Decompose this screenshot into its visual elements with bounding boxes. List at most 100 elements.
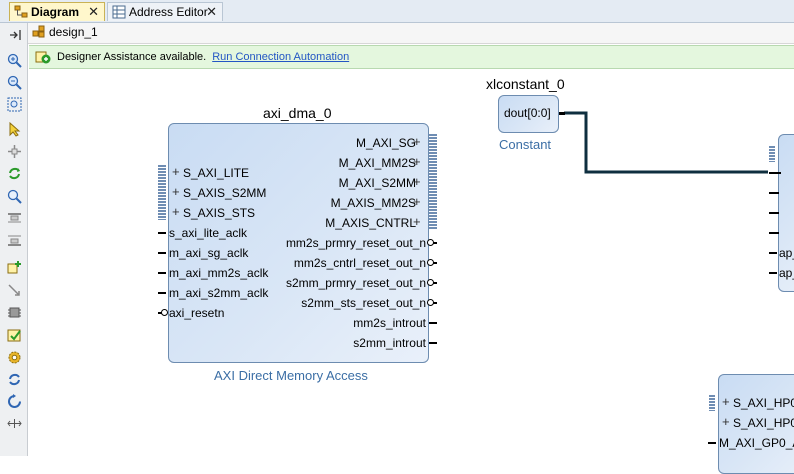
select-icon[interactable] bbox=[6, 121, 23, 138]
reload-icon[interactable] bbox=[6, 393, 23, 410]
port-s-axi-lite[interactable]: S_AXI_LITE bbox=[183, 166, 250, 180]
port-dout[interactable]: dout[0:0] bbox=[504, 106, 551, 120]
validate-icon[interactable] bbox=[6, 327, 23, 344]
diagram-canvas[interactable]: axi_dma_0 + S_AXI_LITE + S_AXIS_S2MM + S… bbox=[28, 68, 794, 474]
collapse-panel-icon[interactable] bbox=[6, 26, 23, 43]
pin-stub bbox=[559, 112, 565, 115]
gear-icon[interactable] bbox=[6, 349, 23, 366]
port-ap-2[interactable]: ap_ bbox=[779, 266, 794, 280]
port-mm2s-introut[interactable]: mm2s_introut bbox=[353, 316, 426, 330]
tab-bar: Diagram ✕ Address Editor ✕ bbox=[0, 0, 794, 23]
bus-interface-right bbox=[429, 134, 437, 230]
pin-stub bbox=[158, 312, 162, 314]
port-mm2s-prmry-reset-out-n[interactable]: mm2s_prmry_reset_out_n bbox=[285, 236, 426, 250]
route-icon[interactable] bbox=[6, 282, 23, 299]
expand-icon[interactable]: + bbox=[172, 204, 180, 219]
expand-icon[interactable]: + bbox=[722, 414, 730, 429]
pin-stub bbox=[769, 252, 777, 254]
port-m-axi-s2mm-aclk[interactable]: m_axi_s2mm_aclk bbox=[169, 286, 269, 300]
expand-icon[interactable]: + bbox=[172, 184, 180, 199]
constant-block-type: Constant bbox=[499, 137, 552, 152]
dma-instance-name: axi_dma_0 bbox=[263, 105, 332, 121]
port-m-axi-sg-aclk[interactable]: m_axi_sg_aclk bbox=[169, 246, 249, 260]
port-ap-1[interactable]: ap_ bbox=[779, 246, 794, 260]
constant-instance-name: xlconstant_0 bbox=[486, 76, 565, 92]
bus-interface-left bbox=[158, 165, 166, 220]
run-connection-automation-link[interactable]: Run Connection Automation bbox=[212, 51, 350, 63]
net-wires bbox=[564, 111, 768, 174]
pin-stub bbox=[769, 272, 777, 274]
pin-stub bbox=[708, 442, 716, 444]
port-m-axi-sg[interactable]: M_AXI_SG bbox=[355, 136, 416, 150]
pin-stub bbox=[769, 192, 779, 194]
pin-stub bbox=[433, 262, 437, 264]
pin-stub bbox=[433, 242, 437, 244]
expand-icon[interactable]: + bbox=[413, 214, 421, 229]
align-top-icon[interactable] bbox=[6, 210, 23, 227]
chip-icon[interactable] bbox=[6, 304, 23, 321]
expand-horizontal-icon[interactable] bbox=[6, 415, 23, 432]
expand-icon[interactable]: + bbox=[722, 394, 730, 409]
net-wire bbox=[564, 111, 768, 174]
diagram-toolbar bbox=[0, 23, 28, 456]
close-icon[interactable]: ✕ bbox=[88, 4, 99, 19]
pin-stub bbox=[769, 172, 781, 174]
assistance-message: Designer Assistance available. bbox=[57, 51, 207, 63]
port-axi-resetn[interactable]: axi_resetn bbox=[169, 306, 225, 320]
port-s2mm-prmry-reset-out-n[interactable]: s2mm_prmry_reset_out_n bbox=[285, 276, 426, 290]
pin-stub bbox=[433, 282, 437, 284]
constant-block[interactable] bbox=[498, 95, 559, 133]
breadcrumb: design_1 bbox=[28, 23, 794, 44]
table-icon bbox=[112, 5, 126, 19]
pin-stub bbox=[158, 232, 166, 234]
port-s-axis-s2mm[interactable]: S_AXIS_S2MM bbox=[183, 186, 267, 200]
expand-icon[interactable]: + bbox=[413, 154, 421, 169]
expand-icon[interactable]: + bbox=[172, 164, 180, 179]
bus-interface-left bbox=[709, 395, 715, 411]
expand-icon[interactable]: + bbox=[413, 194, 421, 209]
port-s-axi-lite-aclk[interactable]: s_axi_lite_aclk bbox=[169, 226, 248, 240]
designer-assistance-bar: Designer Assistance available. Run Conne… bbox=[29, 45, 794, 69]
port-s-axi-hp0-2[interactable]: S_AXI_HP0 bbox=[733, 416, 794, 430]
tab-address-editor-label: Address Editor bbox=[129, 5, 208, 19]
design-icon bbox=[32, 25, 46, 39]
bus-interface-left bbox=[769, 146, 775, 162]
expand-icon[interactable]: + bbox=[413, 134, 421, 149]
port-m-axi-gp0[interactable]: M_AXI_GP0_A bbox=[719, 436, 794, 450]
add-ip-icon[interactable] bbox=[6, 259, 23, 276]
port-m-axis-mm2s[interactable]: M_AXIS_MM2S bbox=[330, 196, 416, 210]
refresh-layout-icon[interactable] bbox=[6, 165, 23, 182]
port-m-axis-cntrl[interactable]: M_AXIS_CNTRL bbox=[325, 216, 416, 230]
port-s2mm-introut[interactable]: s2mm_introut bbox=[353, 336, 426, 350]
regenerate-icon[interactable] bbox=[6, 371, 23, 388]
port-mm2s-cntrl-reset-out-n[interactable]: mm2s_cntrl_reset_out_n bbox=[293, 256, 426, 270]
pin-stub bbox=[433, 302, 437, 304]
close-icon[interactable]: ✕ bbox=[206, 4, 217, 19]
port-m-axi-mm2s[interactable]: M_AXI_MM2S bbox=[338, 156, 416, 170]
inverted-pin-icon bbox=[161, 309, 168, 316]
align-bottom-icon[interactable] bbox=[6, 232, 23, 249]
pin-stub bbox=[769, 212, 779, 214]
pin-stub bbox=[158, 252, 166, 254]
diagram-icon bbox=[14, 5, 28, 19]
port-s-axi-hp0-1[interactable]: S_AXI_HP0 bbox=[733, 396, 794, 410]
pin-stub bbox=[158, 292, 166, 294]
axi-dma-block[interactable] bbox=[168, 123, 429, 363]
zoom-fit-icon[interactable] bbox=[6, 96, 23, 113]
pin-stub bbox=[158, 272, 166, 274]
port-s-axis-sts[interactable]: S_AXIS_STS bbox=[183, 206, 256, 220]
breadcrumb-design[interactable]: design_1 bbox=[32, 25, 98, 39]
port-s2mm-sts-reset-out-n[interactable]: s2mm_sts_reset_out_n bbox=[301, 296, 426, 310]
zoom-out-icon[interactable] bbox=[6, 74, 23, 91]
tab-diagram[interactable]: Diagram ✕ bbox=[9, 2, 105, 21]
pin-stub bbox=[769, 232, 779, 234]
pin-stub bbox=[429, 322, 437, 324]
port-m-axi-s2mm[interactable]: M_AXI_S2MM bbox=[338, 176, 416, 190]
pin-stub bbox=[429, 342, 437, 344]
tab-address-editor[interactable]: Address Editor ✕ bbox=[107, 2, 223, 21]
port-m-axi-mm2s-aclk[interactable]: m_axi_mm2s_aclk bbox=[169, 266, 269, 280]
move-icon[interactable] bbox=[6, 143, 23, 160]
zoom-in-icon[interactable] bbox=[6, 52, 23, 69]
search-icon[interactable] bbox=[6, 188, 23, 205]
expand-icon[interactable]: + bbox=[413, 174, 421, 189]
